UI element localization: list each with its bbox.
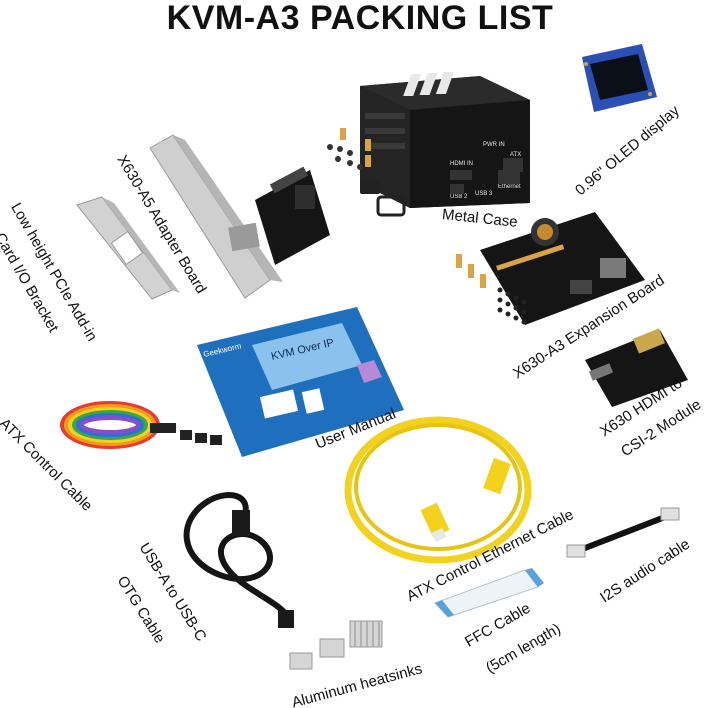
i2s-audio-cable-image (566, 507, 680, 558)
case-atx-text: ATX (510, 152, 521, 158)
usb-otg-cable-image (183, 492, 294, 628)
ffc-cable-image (434, 568, 544, 618)
metal-case-image: HDMI IN PWR IN ATX USB 2 USB 3 Ethernet (360, 72, 530, 208)
adapter-board-image (149, 134, 330, 299)
case-hdmi-in-text: HDMI IN (450, 161, 473, 167)
case-screws-image (327, 128, 406, 217)
hdmi-module-image (585, 328, 688, 407)
case-pwr-in-text: PWR IN (483, 142, 505, 148)
oled-display-image (582, 44, 657, 112)
case-ethernet-text: Ethernet (498, 184, 521, 190)
case-usb2-text: USB 2 (450, 194, 468, 200)
ethernet-cable-image (344, 416, 532, 564)
case-usb3-text: USB 3 (475, 191, 493, 197)
expansion-screws-image (456, 254, 527, 325)
expansion-board-image (480, 212, 645, 325)
atx-control-cable-image (60, 401, 222, 449)
user-manual-image: Geekworm KVM Over IP (197, 307, 404, 457)
page-title: KVM-A3 PACKING LIST (166, 0, 554, 37)
heatsinks-image (289, 620, 383, 670)
pcie-bracket-image (76, 196, 180, 300)
